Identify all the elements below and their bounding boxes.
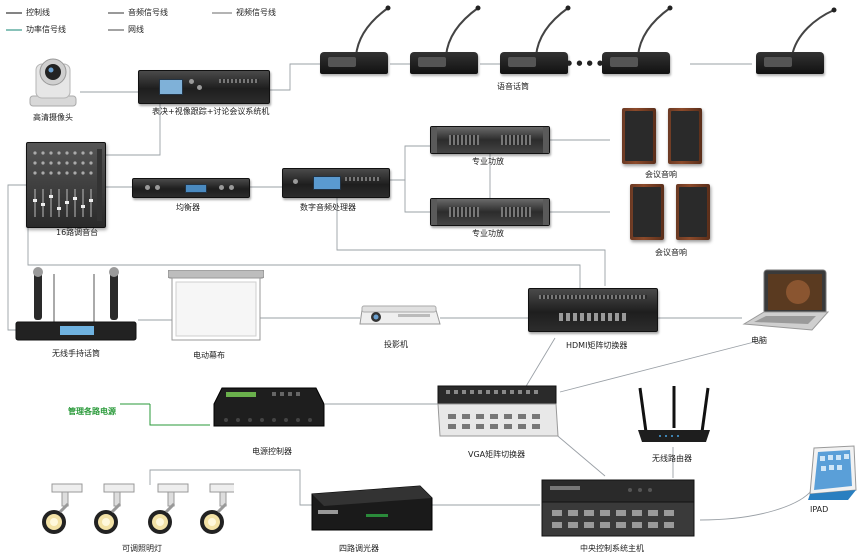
label-ipad: IPAD <box>810 505 829 514</box>
label-projector: 投影机 <box>384 340 408 349</box>
dimmer-icon <box>310 484 434 534</box>
label-vga-matrix: VGA矩阵切换器 <box>468 450 526 459</box>
speech-mic-icon <box>408 4 482 76</box>
label-speaker-1: 会议音响 <box>645 170 677 179</box>
wireless-router-icon <box>636 384 712 446</box>
legend-control-line: 控制线 <box>26 8 50 17</box>
label-central-host: 中央控制系统主机 <box>580 544 644 553</box>
label-power-controller: 电源控制器 <box>252 447 292 456</box>
label-router: 无线路由器 <box>652 454 692 463</box>
speaker-icon <box>622 108 656 164</box>
label-wireless-mic: 无线手持话筒 <box>52 349 100 358</box>
label-speech-mic: 语音话筒 <box>497 82 529 91</box>
label-dimmer: 四路调光器 <box>339 544 379 553</box>
legend-video-line: 视频信号线 <box>236 8 276 17</box>
label-power-manage: 管理各路电源 <box>68 407 116 416</box>
legend-network-line: 网线 <box>128 25 144 34</box>
label-laptop: 电脑 <box>751 336 767 345</box>
ipad-icon <box>804 444 858 502</box>
speech-mic-icon <box>752 4 838 76</box>
mixer-icon <box>26 142 106 228</box>
label-speaker-2: 会议音响 <box>655 248 687 257</box>
speech-mic-icon <box>318 4 392 76</box>
hd-camera-icon <box>24 48 80 110</box>
legend-audio-line: 音频信号线 <box>128 8 168 17</box>
hdmi-matrix-icon <box>528 288 658 332</box>
label-hdmi-matrix: HDMI矩阵切换器 <box>566 341 628 350</box>
legend-power-amp-line: 功率信号线 <box>26 25 66 34</box>
speech-mic-icon <box>498 4 572 76</box>
speaker-icon <box>676 184 710 240</box>
speech-mic-icon <box>600 4 674 76</box>
central-control-host-icon <box>540 478 696 542</box>
adjustable-lights-icon <box>34 482 241 540</box>
speaker-icon <box>668 108 702 164</box>
projection-screen-icon <box>167 269 265 342</box>
label-hd-camera: 高清摄像头 <box>33 113 73 122</box>
laptop-icon <box>740 268 830 344</box>
label-lights: 可调照明灯 <box>122 544 162 553</box>
label-dsp: 数字音频处理器 <box>300 203 356 212</box>
label-amp-1: 专业功放 <box>472 157 504 166</box>
equalizer-icon <box>132 178 250 198</box>
amp-icon-1 <box>430 126 550 154</box>
conference-host-icon <box>138 70 270 104</box>
vga-matrix-icon <box>436 384 560 440</box>
label-conference-host: 表决+视像跟踪+讨论会议系统机 <box>152 107 270 116</box>
wireless-mic-icon <box>14 266 138 344</box>
label-screen: 电动幕布 <box>193 351 225 360</box>
label-mixer: 16路调音台 <box>56 228 99 237</box>
amp-icon-2 <box>430 198 550 226</box>
speaker-icon <box>630 184 664 240</box>
label-equalizer: 均衡器 <box>176 203 200 212</box>
dsp-icon <box>282 168 390 198</box>
mic-ellipsis-dots: ● ● ● ● ● ● <box>566 59 625 67</box>
label-amp-2: 专业功放 <box>472 229 504 238</box>
power-controller-icon <box>212 386 326 434</box>
projector-icon <box>358 302 442 330</box>
